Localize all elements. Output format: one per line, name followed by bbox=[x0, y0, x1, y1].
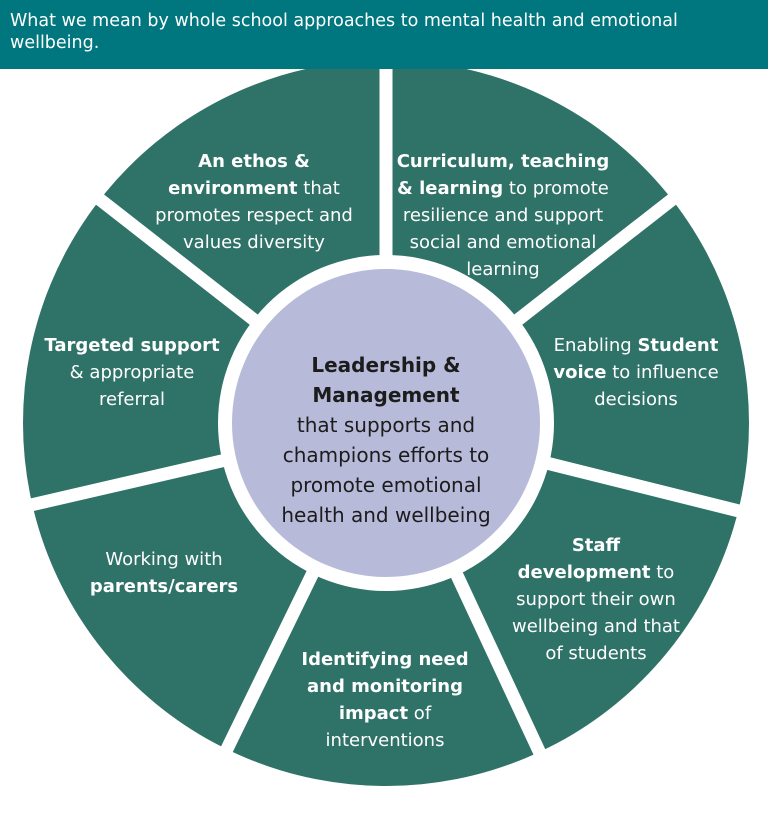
label-line: & learning bbox=[397, 178, 503, 199]
label-line: to bbox=[651, 562, 675, 583]
label-line: resilience and support bbox=[403, 205, 603, 226]
label-line: learning bbox=[466, 259, 539, 280]
header-title: What we mean by whole school approaches … bbox=[10, 11, 678, 53]
label-line: Enabling bbox=[554, 335, 638, 356]
label-line: Working with bbox=[105, 549, 222, 570]
label-line: wellbeing and that bbox=[512, 616, 680, 637]
segment-staff-development-label: Staff development to support their own well… bbox=[512, 535, 680, 664]
wheel-labels: Curriculum, teaching & learning to promot… bbox=[44, 151, 718, 751]
label-line: social and emotional bbox=[410, 232, 597, 253]
label-line: referral bbox=[99, 389, 165, 410]
whole-school-approach-wheel: Curriculum, teaching & learning to promot… bbox=[11, 69, 760, 786]
label-line: and monitoring bbox=[307, 676, 463, 697]
label-line: health and wellbeing bbox=[281, 503, 490, 527]
segment-student-voice-label: Enabling Student voice to influence decisi… bbox=[553, 335, 718, 410]
label-line: parents/carers bbox=[90, 576, 238, 597]
segment-ethos-environment-label: An ethos & environment that promotes respe… bbox=[155, 151, 353, 253]
label-line: support their own bbox=[516, 589, 676, 610]
label-line: of bbox=[408, 703, 432, 724]
segment-working-with-parents-label: Working with parents/carers bbox=[90, 549, 238, 597]
label-line: impact bbox=[339, 703, 409, 724]
center-circle bbox=[232, 269, 540, 577]
label-line: decisions bbox=[594, 389, 678, 410]
label-line: that bbox=[298, 178, 340, 199]
label-line: promotes respect and bbox=[155, 205, 353, 226]
label-line: development bbox=[518, 562, 651, 583]
label-line: Staff bbox=[572, 535, 621, 556]
segment-targeted-support-label: Targeted support & appropriate referral bbox=[44, 335, 220, 410]
label-line: voice bbox=[553, 362, 606, 383]
header-banner: What we mean by whole school approaches … bbox=[0, 0, 768, 69]
label-line: Targeted support bbox=[44, 335, 220, 356]
label-line: Leadership & bbox=[311, 353, 460, 377]
label-line: interventions bbox=[326, 730, 445, 751]
label-line: champions efforts to bbox=[283, 443, 490, 467]
label-line: An ethos & bbox=[198, 151, 310, 172]
label-line: & appropriate bbox=[70, 362, 195, 383]
label-line: Management bbox=[312, 383, 460, 407]
center-label: Leadership & Management that supports and c… bbox=[281, 353, 490, 527]
label-line: to influence bbox=[607, 362, 719, 383]
segment-curriculum-label: Curriculum, teaching & learning to promot… bbox=[397, 151, 610, 280]
label-line: to promote bbox=[503, 178, 609, 199]
label-line: environment bbox=[168, 178, 298, 199]
label-line: Student bbox=[637, 335, 718, 356]
label-line: promote emotional bbox=[290, 473, 481, 497]
label-line: that supports and bbox=[297, 413, 475, 437]
label-line: Identifying need bbox=[301, 649, 468, 670]
label-line: values diversity bbox=[183, 232, 325, 253]
label-line: Curriculum, teaching bbox=[397, 151, 610, 172]
label-line: of students bbox=[545, 643, 646, 664]
segment-identifying-need-label: Identifying need and monitoring impact of i… bbox=[301, 649, 468, 751]
